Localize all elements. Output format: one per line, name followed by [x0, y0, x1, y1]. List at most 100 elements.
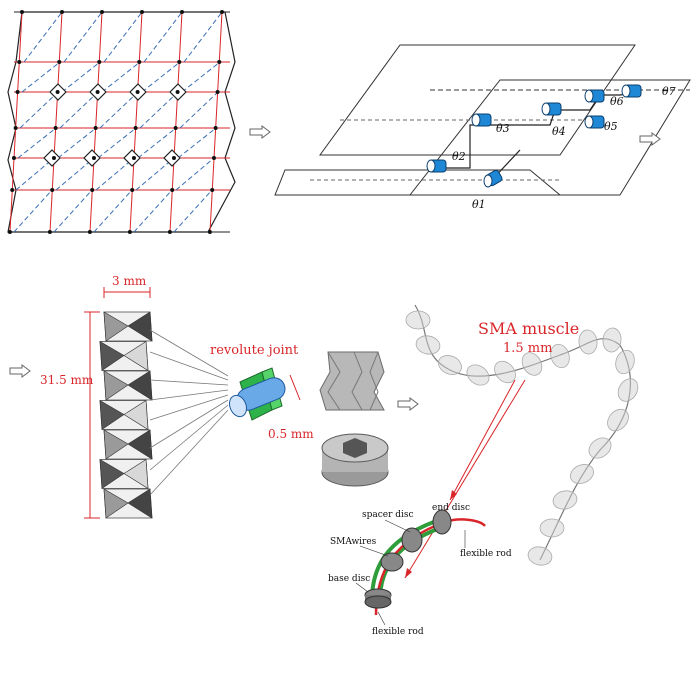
- crease-line-diagonal: [103, 11, 143, 63]
- crease-line-diagonal: [183, 11, 223, 63]
- crease-vertex-dot: [17, 60, 22, 64]
- crease-vertex-dot: [15, 90, 20, 94]
- crease-vertex-dot: [180, 10, 184, 14]
- middle-disc: [380, 552, 404, 572]
- crease-vertex-dot: [135, 90, 140, 94]
- crease-vertex-dot: [13, 126, 18, 130]
- crease-line-diagonal: [15, 157, 55, 191]
- crease-vertex-dot: [7, 230, 12, 234]
- crease-line-vertical: [9, 11, 23, 233]
- column-units: [99, 311, 153, 519]
- crease-line-vertical: [89, 11, 103, 233]
- column-facet: [127, 311, 153, 342]
- crease-vertex-dot: [87, 230, 92, 234]
- crease-vertex-dot: [93, 126, 98, 130]
- robot-segment: [552, 490, 578, 510]
- crease-vertex-dot: [167, 230, 172, 234]
- crease-vertex-dot: [217, 60, 222, 64]
- crease-line-diagonal: [175, 157, 215, 191]
- crease-vertex-dot: [175, 90, 180, 94]
- crease-vertex-dot: [177, 60, 182, 64]
- crease-vertex-dot: [220, 10, 224, 14]
- column-facet: [127, 488, 153, 519]
- flexible-rod-bottom-label: flexible rod: [372, 627, 424, 637]
- robot-segment: [494, 360, 516, 384]
- crease-vertex-dot: [131, 156, 136, 160]
- column-facet: [103, 429, 129, 460]
- theta4-label: θ4: [552, 125, 566, 138]
- column-facet: [127, 370, 153, 401]
- crease-line-diagonal: [13, 189, 53, 233]
- crease-vertex-dot: [213, 126, 218, 130]
- column-facet: [103, 488, 129, 519]
- crease-vertex-dot: [55, 90, 60, 94]
- sma-robot-panel: SMA muscle 1.5 mm: [404, 304, 639, 579]
- crease-vertex-dot: [57, 60, 62, 64]
- end-disc-label: end disc: [432, 503, 470, 513]
- crease-line-diagonal: [139, 91, 179, 129]
- crease-line-diagonal: [143, 11, 183, 63]
- crease-line-vertical: [49, 11, 63, 233]
- crease-line-diagonal: [95, 157, 135, 191]
- crease-vertex-dot: [20, 10, 24, 14]
- robot-segment: [588, 437, 612, 459]
- robot-segment: [527, 546, 553, 566]
- robot-segments: [405, 310, 639, 566]
- crease-line-diagonal: [19, 91, 59, 129]
- crease-line-diagonal: [181, 61, 221, 93]
- crease-line-diagonal: [101, 61, 141, 93]
- spacer-disc-label: spacer disc: [362, 510, 414, 520]
- revolute-joint-label: revolute joint: [210, 343, 299, 358]
- sma-wires-label: SMAwires: [330, 537, 377, 547]
- module-side-view: [319, 351, 385, 411]
- joint-7: [621, 84, 642, 98]
- height-dimension: 31.5 mm: [40, 373, 94, 387]
- folded-column-panel: 3 mm 31.5 mm: [40, 274, 229, 519]
- crease-line-diagonal: [17, 127, 57, 159]
- crease-line-diagonal: [53, 189, 93, 233]
- crease-line-vertical: [209, 11, 223, 233]
- crease-vertex-dot: [91, 156, 96, 160]
- kinematic-model-panel: θ1 θ2 θ3 θ4 θ5 θ6 θ7: [274, 44, 691, 211]
- column-facet: [103, 311, 129, 342]
- sma-muscle-detail: end disc spacer disc SMAwires base disc …: [328, 503, 512, 637]
- column-facet: [123, 458, 149, 490]
- crease-vertex-dot: [137, 60, 142, 64]
- crease-vertex-dot: [140, 10, 144, 14]
- crease-vertex-dot: [51, 156, 56, 160]
- column-facet: [99, 458, 125, 490]
- joint-2: [426, 159, 447, 173]
- crease-line-diagonal: [179, 91, 219, 129]
- crease-line-diagonal: [59, 91, 99, 129]
- crease-vertex-dot: [90, 188, 95, 192]
- theta7-label: θ7: [662, 85, 676, 98]
- crease-vertex-dot: [133, 126, 138, 130]
- arrow-right-outline-icon: [639, 132, 661, 146]
- crease-line-diagonal: [177, 127, 217, 159]
- crease-vertex-dot: [100, 10, 104, 14]
- plane-top: [319, 44, 636, 156]
- crease-line-diagonal: [57, 127, 97, 159]
- crease-vertex-dot: [210, 188, 215, 192]
- crease-line-diagonal: [55, 157, 95, 191]
- column-facet: [99, 399, 125, 431]
- crease-line-diagonal: [93, 189, 133, 233]
- crease-line-vertical: [169, 11, 183, 233]
- crease-vertex-dot: [215, 90, 220, 94]
- crease-pattern-panel: [7, 10, 236, 234]
- sma-muscle-label: SMA muscle: [478, 319, 579, 338]
- crease-vertex-dot: [11, 156, 16, 160]
- robot-segment: [438, 355, 462, 375]
- joint-5: [584, 115, 605, 129]
- theta3-label: θ3: [496, 122, 510, 135]
- column-facet: [123, 399, 149, 431]
- crease-vertex-dot: [95, 90, 100, 94]
- crease-line-diagonal: [99, 91, 139, 129]
- printed-modules-panel: [319, 351, 389, 487]
- crease-vertex-dot: [10, 188, 15, 192]
- crease-grid: [7, 10, 230, 234]
- column-facet: [99, 340, 125, 372]
- robot-segment: [550, 343, 570, 369]
- crease-vertex-dot: [170, 188, 175, 192]
